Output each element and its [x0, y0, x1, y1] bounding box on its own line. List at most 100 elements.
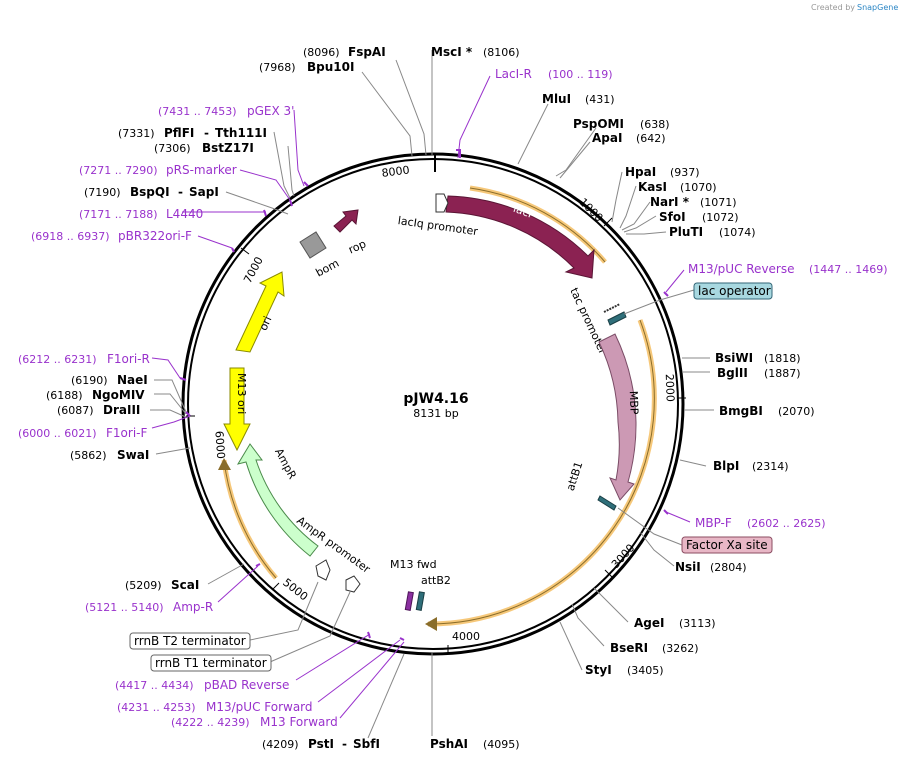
primer-range-f1ori-r: (6212 .. 6231) [18, 353, 97, 366]
ampr-feature [236, 443, 319, 557]
primer-range-m13-puc-reverse: (1447 .. 1469) [809, 263, 888, 276]
mbp-label: MBP [627, 391, 641, 415]
enzyme-pos-draiii: (6087) [57, 404, 94, 417]
enzyme-pos-kasi: (1070) [680, 181, 717, 194]
attb1-feature [597, 495, 617, 511]
enzyme-bseri: BseRI [610, 641, 648, 655]
enzyme-styi: StyI [585, 663, 612, 677]
primer-range-pgex3: (7431 .. 7453) [158, 105, 237, 118]
enzyme-psti-sep: - [342, 737, 347, 751]
m13-fwd-label: M13 fwd [390, 558, 437, 571]
primer-range-prs-marker: (7271 .. 7290) [79, 164, 158, 177]
plasmid-length: 8131 bp [413, 407, 458, 420]
enzyme-pos-bglii: (1887) [764, 367, 801, 380]
enzyme-apai: ApaI [592, 131, 622, 145]
enzyme-fspai: FspAI [348, 45, 386, 59]
primer-range-l4440: (7171 .. 7188) [79, 208, 158, 221]
tac-promoter-feature [603, 303, 627, 326]
enzyme-swai: SwaI [117, 448, 149, 462]
primer-laci-r: LacI-R [495, 67, 532, 81]
primer-range-f1ori-f: (6000 .. 6021) [18, 427, 97, 440]
factor-xa-box [681, 536, 773, 554]
enzyme-sapi: SapI [189, 185, 219, 199]
enzyme-agei: AgeI [634, 616, 664, 630]
enzyme-pshai: PshAI [430, 737, 468, 751]
tick-4000: 4000 [452, 630, 480, 643]
enzyme-pos-sfoi: (1072) [702, 211, 739, 224]
enzyme-pos-ngomiv: (6188) [46, 389, 83, 402]
rrnb-t1-label: rrnB T1 terminator [155, 656, 267, 670]
primer-prs-marker: pRS-marker [166, 163, 237, 177]
primer-f1ori-f: F1ori-F [106, 426, 147, 440]
primer-range-pbad-reverse: (4417 .. 4434) [115, 679, 194, 692]
enzyme-psti: PstI [308, 737, 334, 751]
enzyme-pos-pflfi: (7331) [118, 127, 155, 140]
ampr-label: AmpR [272, 446, 299, 481]
enzyme-sfoi: SfoI [659, 210, 686, 224]
enzyme-pflfi: PflFI [164, 126, 194, 140]
enzyme-pspomi: PspOMI [573, 117, 624, 131]
m13-fwd-feature [404, 591, 414, 611]
lacI-feature [445, 195, 595, 279]
enzyme-pos-blpi: (2314) [752, 460, 789, 473]
enzyme-pflfi-sep: - [204, 126, 209, 140]
credit-brand: SnapGene [857, 3, 898, 12]
enzyme-pluti: PluTI [669, 225, 703, 239]
enzyme-leader-lines [150, 50, 714, 739]
m13-ori-feature [223, 367, 251, 452]
enzyme-kasi: KasI [638, 180, 667, 194]
bom-label: bom [314, 257, 342, 280]
ori-feature [235, 271, 285, 353]
rrnb-t1-terminator-feature [345, 575, 361, 593]
primer-leader-lines [151, 75, 691, 719]
tick-2000: 2000 [663, 374, 677, 402]
enzyme-blpi: BlpI [713, 459, 739, 473]
enzyme-pos-psti: (4209) [262, 738, 299, 751]
enzyme-bsiwi: BsiWI [715, 351, 753, 365]
enzyme-bspqi-sep: - [178, 185, 183, 199]
rop-label: rop [346, 237, 368, 256]
rrnb-t1-box [150, 654, 272, 672]
primer-markers [179, 149, 669, 641]
enzyme-pos-fspai: (8096) [303, 46, 340, 59]
primer-range-m13-forward: (4222 .. 4239) [171, 716, 250, 729]
enzyme-pos-bspqi: (7190) [84, 186, 121, 199]
enzyme-pos-hpai: (937) [670, 166, 700, 179]
enzyme-pos-pshai: (4095) [483, 738, 520, 751]
rrnb-t2-box [129, 632, 251, 650]
tick-8000: 8000 [381, 163, 410, 179]
enzyme-bmgbi: BmgBI [719, 404, 763, 418]
enzyme-pos-nsii: (2804) [710, 561, 747, 574]
rrnb-t2-label: rrnB T2 terminator [134, 634, 246, 648]
lac-operator-label: lac operator [698, 284, 771, 298]
primer-range-m13-puc-forward: (4231 .. 4253) [117, 701, 196, 714]
primer-m13-puc-reverse: M13/pUC Reverse [688, 262, 795, 276]
enzyme-pos-styi: (3405) [627, 664, 664, 677]
m13-ori-label: M13 ori [235, 373, 248, 414]
enzyme-pos-swai: (5862) [70, 449, 107, 462]
mbp-feature [598, 333, 637, 501]
backbone-inner-circle [187, 158, 679, 650]
primer-amp-r: Amp-R [173, 600, 213, 614]
primer-range-amp-r: (5121 .. 5140) [85, 601, 164, 614]
ampr-promoter-arrow [315, 559, 331, 581]
enzyme-bspqi: BspQI [130, 185, 170, 199]
enzyme-hpai: HpaI [625, 165, 656, 179]
enzyme-sbfi: SbfI [353, 737, 380, 751]
enzyme-pos-msci: (8106) [483, 46, 520, 59]
enzyme-pos-bpu10i: (7968) [259, 61, 296, 74]
enzyme-pos-agei: (3113) [679, 617, 716, 630]
enzyme-draiii: DraIII [103, 403, 140, 417]
bom-feature [299, 231, 327, 259]
primer-m13-puc-forward: M13/pUC Forward [206, 700, 313, 714]
lac-operator-box [693, 282, 773, 300]
primer-range-laci-r: (100 .. 119) [548, 68, 613, 81]
ampr-orf-highlight [221, 459, 278, 580]
enzyme-pos-bstz17i: (7306) [154, 142, 191, 155]
enzyme-bglii: BglII [717, 366, 748, 380]
enzyme-mlui: MluI [542, 92, 571, 106]
enzyme-naei: NaeI [117, 373, 148, 387]
enzyme-pos-pspomi: (638) [640, 118, 670, 131]
credit-text: Created by [811, 3, 855, 12]
